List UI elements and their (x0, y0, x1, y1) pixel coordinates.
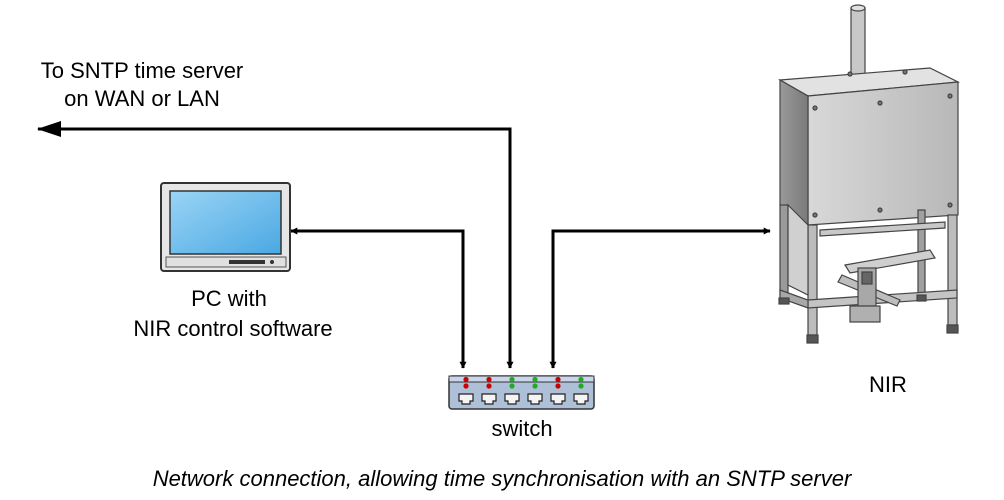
switch-led (509, 383, 515, 389)
switch-led (578, 376, 584, 383)
switch-led (578, 383, 584, 389)
switch-led (486, 376, 492, 383)
pc-connection-arrow (290, 227, 467, 369)
pc-label-line2: NIR control software (133, 316, 332, 341)
switch-led (463, 383, 469, 389)
switch-led (509, 376, 515, 383)
switch-port (550, 376, 566, 405)
nir-connection-arrow (549, 227, 771, 369)
sntp-connection-arrow (37, 121, 514, 369)
switch-port (527, 376, 543, 405)
figure-caption: Network connection, allowing time synchr… (153, 466, 853, 491)
switch-led (555, 383, 561, 389)
nir-label: NIR (869, 372, 907, 397)
ethernet-port-icon (504, 393, 520, 405)
switch-port (504, 376, 520, 405)
ethernet-port-icon (573, 393, 589, 405)
switch-port (573, 376, 589, 405)
switch-led (555, 376, 561, 383)
pc-label-line1: PC with (191, 286, 267, 311)
switch-led (463, 376, 469, 383)
switch-led (486, 383, 492, 389)
switch-port (481, 376, 497, 405)
switch-led (532, 383, 538, 389)
network-switch-icon (448, 375, 595, 410)
ethernet-port-icon (458, 393, 474, 405)
switch-port (458, 376, 474, 405)
nir-machine-icon (778, 4, 961, 344)
pc-monitor-icon (160, 182, 291, 272)
sntp-label-line2: on WAN or LAN (64, 86, 220, 111)
ethernet-port-icon (481, 393, 497, 405)
ethernet-port-icon (550, 393, 566, 405)
ethernet-port-icon (527, 393, 543, 405)
switch-label: switch (491, 416, 552, 441)
switch-led (532, 376, 538, 383)
sntp-label-line1: To SNTP time server (41, 58, 244, 83)
